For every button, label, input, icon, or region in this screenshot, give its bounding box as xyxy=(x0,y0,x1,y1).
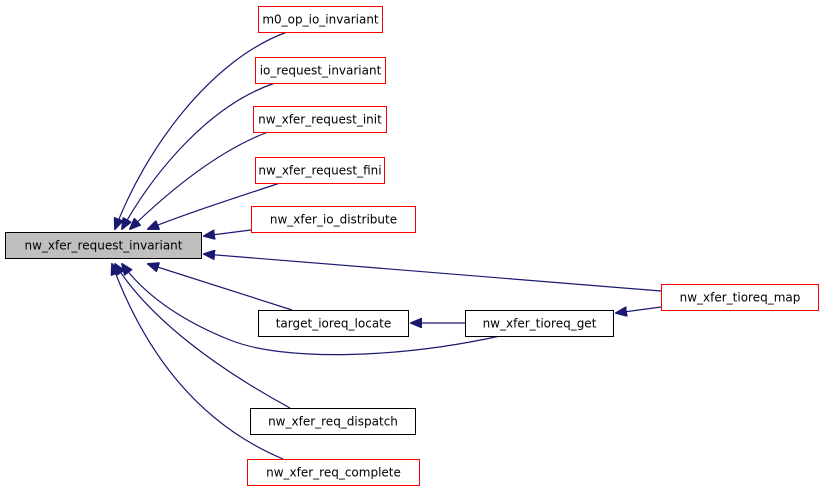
node-box xyxy=(255,157,385,184)
node-label: target_ioreq_locate xyxy=(276,317,392,331)
node-box xyxy=(255,57,386,84)
node-box xyxy=(661,284,819,311)
node-nw-xfer-io-distribute[interactable]: nw_xfer_io_distribute xyxy=(251,206,416,233)
edge-nw_xfer_req_dispatch-to-root xyxy=(115,264,291,409)
node-label: nw_xfer_request_fini xyxy=(258,164,381,178)
node-nw-xfer-request-fini[interactable]: nw_xfer_request_fini xyxy=(255,157,385,184)
node-nw-xfer-tioreq-map[interactable]: nw_xfer_tioreq_map xyxy=(661,284,819,311)
node-nw-xfer-tioreq-get[interactable]: nw_xfer_tioreq_get xyxy=(465,310,614,337)
node-box xyxy=(253,106,387,133)
edge-nw_xfer_tioreq_map-to-nw_xfer_tioreq_get xyxy=(616,306,662,313)
node-box xyxy=(5,232,202,259)
nodes-layer: nw_xfer_request_invariant m0_op_io_invari… xyxy=(5,6,819,486)
edge-nw_xfer_request_init-to-root xyxy=(130,131,269,229)
node-box xyxy=(250,408,416,435)
edge-nw_xfer_io_distribute-to-root xyxy=(204,229,252,236)
node-box xyxy=(258,6,383,33)
node-label: nw_xfer_tioreq_get xyxy=(483,317,597,331)
node-m0-op-io-invariant[interactable]: m0_op_io_invariant xyxy=(258,6,383,33)
node-label: nw_xfer_request_invariant xyxy=(24,239,182,253)
node-label: nw_xfer_request_init xyxy=(258,113,382,127)
edge-nw_xfer_tioreq_map-to-root xyxy=(204,254,662,292)
node-label: nw_xfer_req_complete xyxy=(266,466,401,480)
node-io-request-invariant[interactable]: io_request_invariant xyxy=(255,57,386,84)
node-label: nw_xfer_io_distribute xyxy=(270,213,397,227)
node-box xyxy=(465,310,614,337)
node-label: nw_xfer_tioreq_map xyxy=(680,291,801,305)
node-label: m0_op_io_invariant xyxy=(262,13,379,27)
node-nw-xfer-req-complete[interactable]: nw_xfer_req_complete xyxy=(247,459,420,486)
node-nw-xfer-req-dispatch[interactable]: nw_xfer_req_dispatch xyxy=(250,408,416,435)
node-box xyxy=(258,310,409,337)
node-box xyxy=(251,206,416,233)
edges-layer xyxy=(112,31,662,460)
edge-target_ioreq_locate-to-root xyxy=(148,264,293,311)
node-label: io_request_invariant xyxy=(260,64,382,78)
edge-nw_xfer_req_complete-to-root xyxy=(112,264,284,460)
node-box xyxy=(247,459,420,486)
node-nw-xfer-request-init[interactable]: nw_xfer_request_init xyxy=(253,106,387,133)
edge-nw_xfer_tioreq_get-to-root xyxy=(122,264,501,356)
edge-nw_xfer_request_fini-to-root xyxy=(148,182,281,229)
node-label: nw_xfer_req_dispatch xyxy=(268,415,398,429)
node-target-ioreq-locate[interactable]: target_ioreq_locate xyxy=(258,310,409,337)
root-node: nw_xfer_request_invariant xyxy=(5,232,202,259)
edge-m0_op_io_invariant-to-root xyxy=(115,31,288,229)
edge-io_request_invariant-to-root xyxy=(122,82,276,229)
